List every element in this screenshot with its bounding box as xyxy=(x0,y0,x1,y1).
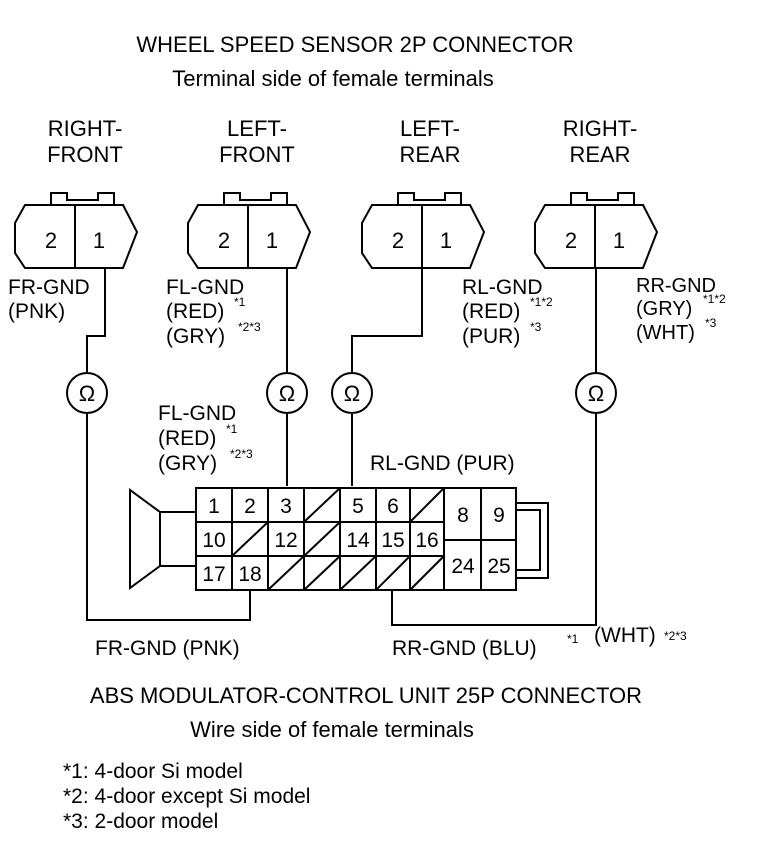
svg-text:(WHT): (WHT) xyxy=(636,322,695,344)
svg-text:*2*3: *2*3 xyxy=(238,320,261,334)
svg-text:(RED): (RED) xyxy=(166,300,224,323)
abs-pin-label: 6 xyxy=(387,495,399,518)
sensor-label-right-front-l1: RIGHT- xyxy=(48,116,123,141)
abs-pin-label: 10 xyxy=(202,529,225,552)
diagram-subtitle: Terminal side of female terminals xyxy=(172,66,494,91)
wire-rl-gnd xyxy=(351,268,423,486)
svg-text:*1: *1 xyxy=(567,632,579,646)
svg-text:*3: *3 xyxy=(705,316,717,330)
pin-1-label: 1 xyxy=(613,228,625,253)
sensor-label-right-rear-l1: RIGHT- xyxy=(563,116,638,141)
svg-text:(GRY): (GRY) xyxy=(158,452,217,475)
label-fr-gnd-bottom: FR-GND (PNK) xyxy=(95,637,240,660)
wire-fr-gnd xyxy=(86,268,251,621)
abs-connector-subtitle: Wire side of female terminals xyxy=(190,717,474,742)
svg-text:*2*3: *2*3 xyxy=(230,447,253,461)
abs-pin-label: 12 xyxy=(274,529,297,552)
svg-text:FL-GND: FL-GND xyxy=(166,276,244,299)
svg-text:Ω: Ω xyxy=(79,381,95,406)
svg-text:(PUR): (PUR) xyxy=(462,325,520,348)
abs-pin-label: 3 xyxy=(280,495,292,518)
pin-2-label: 2 xyxy=(45,228,57,253)
svg-text:RL-GND: RL-GND xyxy=(462,276,543,299)
svg-text:RR-GND (BLU): RR-GND (BLU) xyxy=(392,637,537,660)
abs-pin-label: 15 xyxy=(381,529,404,552)
ohmmeter-icon: Ω xyxy=(575,372,617,414)
svg-text:RR-GND: RR-GND xyxy=(636,275,716,297)
abs-pin-label: 8 xyxy=(457,504,469,527)
sensor-connector-right-rear: 2 1 xyxy=(534,192,659,269)
sensor-connector-left-rear: 2 1 xyxy=(361,192,486,269)
abs-pin-label: 18 xyxy=(238,563,261,586)
label-rr-gnd: RR-GND (GRY) *1*2 (WHT) *3 xyxy=(636,275,726,344)
abs-pin-label: 25 xyxy=(487,555,510,578)
sensor-label-left-rear-l2: REAR xyxy=(399,142,460,167)
abs-pin-label: 5 xyxy=(352,495,364,518)
abs-pin-label: 1 xyxy=(208,495,220,518)
abs-connector-title: ABS MODULATOR-CONTROL UNIT 25P CONNECTOR xyxy=(90,683,642,708)
svg-text:Ω: Ω xyxy=(344,381,360,406)
svg-text:*3: *3 xyxy=(530,320,542,334)
abs-pin-label: 16 xyxy=(415,529,438,552)
ohmmeter-icon: Ω xyxy=(266,372,308,414)
svg-text:(RED): (RED) xyxy=(158,427,216,450)
label-fl-gnd: FL-GND (RED) *1 (GRY) *2*3 xyxy=(166,276,261,348)
pin-2-label: 2 xyxy=(565,228,577,253)
svg-text:FL-GND: FL-GND xyxy=(158,402,236,425)
svg-text:(GRY): (GRY) xyxy=(636,298,692,320)
sensor-label-right-rear-l2: REAR xyxy=(569,142,630,167)
svg-text:*1: *1 xyxy=(234,295,246,309)
footnote-3: *3: 2-door model xyxy=(63,810,218,833)
abs-pin-label: 17 xyxy=(202,563,225,586)
abs-pin-label: 14 xyxy=(346,529,370,552)
abs-pin-label: 24 xyxy=(451,555,475,578)
sensor-label-left-rear-l1: LEFT- xyxy=(400,116,460,141)
svg-text:*1*2: *1*2 xyxy=(703,292,726,306)
svg-text:*1*2: *1*2 xyxy=(530,295,553,309)
svg-text:Ω: Ω xyxy=(279,381,295,406)
svg-text:*1: *1 xyxy=(226,422,238,436)
wire-rr-gnd xyxy=(391,268,597,626)
svg-text:*2*3: *2*3 xyxy=(664,629,687,643)
label-rl-gnd-lower: RL-GND (PUR) xyxy=(370,452,515,475)
pin-1-label: 1 xyxy=(440,228,452,253)
sensor-label-left-front-l2: FRONT xyxy=(219,142,295,167)
svg-text:(WHT): (WHT) xyxy=(594,624,656,647)
pin-1-label: 1 xyxy=(93,228,105,253)
sensor-connector-left-front: 2 1 xyxy=(187,192,312,269)
abs-connector-25p: 1 2 3 5 6 8 9 10 12 14 15 16 17 18 24 25 xyxy=(129,487,549,591)
svg-text:FR-GND: FR-GND xyxy=(8,276,90,299)
sensor-connector-right-front: 2 1 xyxy=(14,192,139,269)
svg-text:(GRY): (GRY) xyxy=(166,325,225,348)
svg-text:Ω: Ω xyxy=(588,381,604,406)
ohmmeter-icon: Ω xyxy=(66,372,108,414)
sensor-label-right-front-l2: FRONT xyxy=(47,142,123,167)
label-rl-gnd: RL-GND (RED) *1*2 (PUR) *3 xyxy=(462,276,553,348)
footnote-2: *2: 4-door except Si model xyxy=(63,785,310,808)
abs-pin-label: 2 xyxy=(244,495,256,518)
sensor-label-left-front-l1: LEFT- xyxy=(227,116,287,141)
abs-pin-label: 9 xyxy=(493,504,505,527)
pin-2-label: 2 xyxy=(392,228,404,253)
ohmmeter-icon: Ω xyxy=(331,372,373,414)
diagram-title: WHEEL SPEED SENSOR 2P CONNECTOR xyxy=(136,32,573,57)
footnote-1: *1: 4-door Si model xyxy=(63,760,243,783)
label-fr-gnd: FR-GND (PNK) xyxy=(8,276,90,323)
svg-text:(RED): (RED) xyxy=(462,300,520,323)
pin-1-label: 1 xyxy=(266,228,278,253)
label-rr-gnd-bottom: RR-GND (BLU) *1 (WHT) *2*3 xyxy=(392,624,687,660)
pin-2-label: 2 xyxy=(218,228,230,253)
svg-text:(PNK): (PNK) xyxy=(8,300,65,323)
label-fl-gnd-lower: FL-GND (RED) *1 (GRY) *2*3 xyxy=(158,402,253,475)
